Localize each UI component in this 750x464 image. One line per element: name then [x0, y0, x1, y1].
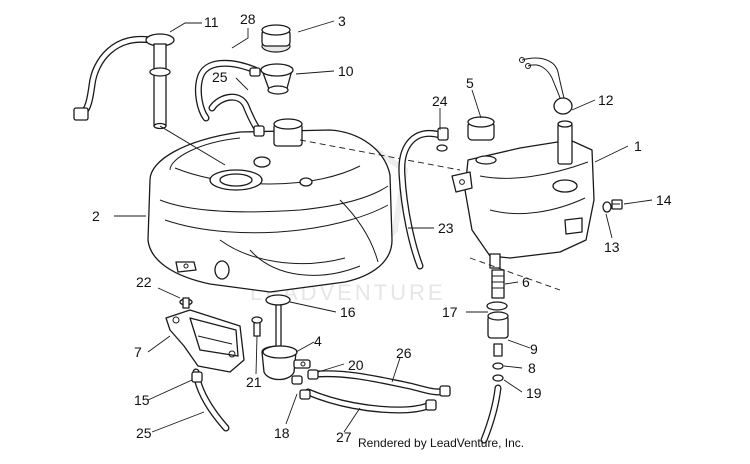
- fuel-shutoff-valve: [251, 294, 311, 385]
- callout-14: 14: [656, 192, 672, 208]
- callout-9: 9: [530, 341, 538, 357]
- vent-hoses-upper: [194, 59, 265, 137]
- reservoir-sender-wires: [519, 57, 573, 115]
- callout-25-lower: 25: [136, 425, 152, 441]
- callout-10: 10: [338, 63, 354, 79]
- callout-1: 1: [634, 138, 642, 154]
- callout-5: 5: [466, 75, 474, 91]
- vent-hose-reservoir: [398, 127, 449, 270]
- callout-25-upper: 25: [212, 69, 228, 85]
- mounting-screw: [602, 199, 623, 213]
- callout-numbers: 1 2 3 4 5 6 7 8 9 10 11 12 13 14 15 16 1…: [92, 11, 672, 445]
- callout-22: 22: [136, 274, 152, 290]
- callout-28: 28: [240, 11, 256, 27]
- callout-7: 7: [134, 344, 142, 360]
- mounting-bracket: [165, 297, 245, 373]
- callout-13: 13: [604, 239, 620, 255]
- reservoir-tank: [299, 116, 595, 291]
- callout-12: 12: [598, 92, 614, 108]
- callout-19: 19: [526, 385, 542, 401]
- callout-4: 4: [314, 333, 322, 349]
- callout-8: 8: [528, 360, 536, 376]
- callout-26: 26: [396, 345, 412, 361]
- callout-20: 20: [348, 357, 364, 373]
- fuel-sender-unit: [73, 33, 226, 166]
- fuel-lines-lower: [191, 368, 451, 432]
- callout-2: 2: [92, 208, 100, 224]
- callout-3: 3: [338, 13, 346, 29]
- callout-21: 21: [246, 374, 262, 390]
- fuel-cap-assembly: [260, 24, 294, 95]
- callout-15: 15: [134, 392, 150, 408]
- reservoir-filter-stack: [480, 269, 509, 444]
- main-fuel-tank: [147, 118, 393, 293]
- callout-23: 23: [438, 220, 454, 236]
- callout-11: 11: [204, 14, 219, 30]
- callout-17: 17: [442, 304, 458, 320]
- callout-6: 6: [522, 274, 530, 290]
- callout-24: 24: [432, 93, 448, 109]
- leader-lines: [114, 20, 653, 433]
- callout-27: 27: [336, 429, 352, 445]
- callout-16: 16: [340, 304, 356, 320]
- callout-18: 18: [274, 425, 290, 441]
- render-credit: Rendered by LeadVenture, Inc.: [358, 436, 525, 450]
